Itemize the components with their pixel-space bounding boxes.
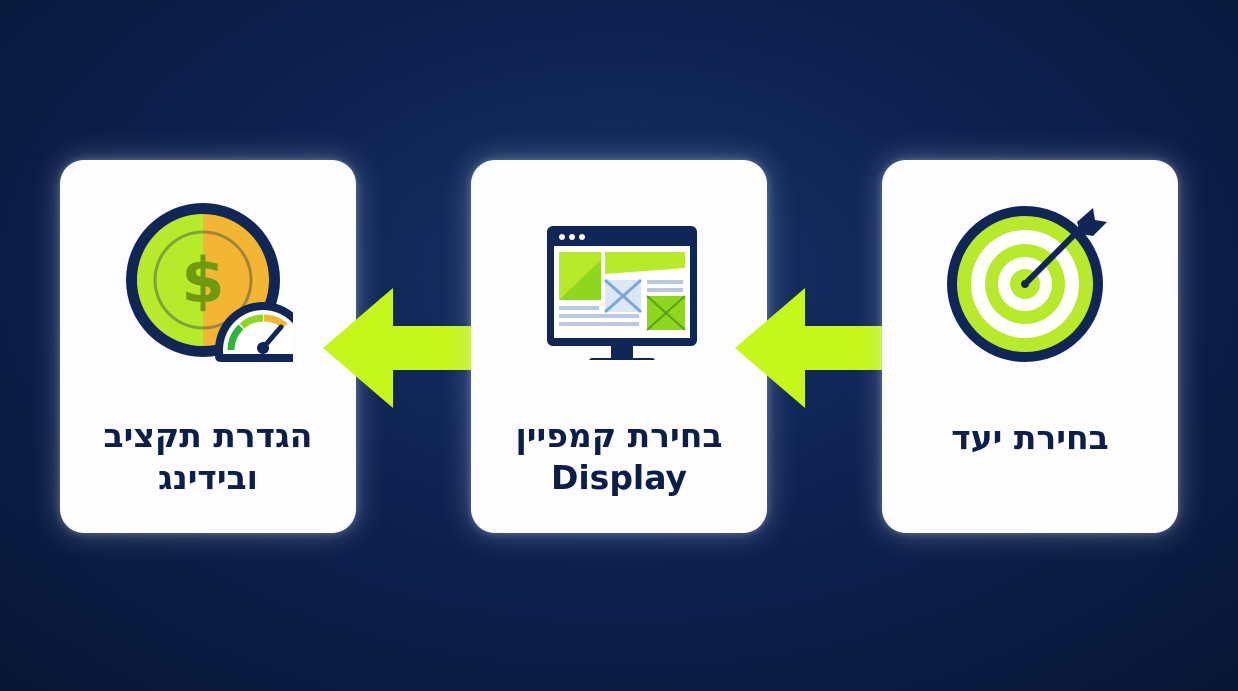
display-monitor-icon bbox=[471, 200, 767, 390]
step-card-display: בחירת קמפיין Display bbox=[471, 160, 767, 533]
step-card-budget: $ הגדרת תקציב ובידינג bbox=[60, 160, 356, 533]
dollar-coin-speedometer-icon: $ bbox=[60, 200, 356, 390]
step-title-display: בחירת קמפיין Display bbox=[481, 415, 757, 499]
flow-arrow-left-icon bbox=[323, 288, 507, 408]
step-title-line1: בחירת קמפיין bbox=[515, 416, 723, 455]
step-title-line1: הגדרת תקציב bbox=[103, 416, 313, 455]
step-title-line2: Display bbox=[550, 458, 688, 497]
step-title-goal: בחירת יעד bbox=[892, 417, 1168, 459]
target-dartboard-icon bbox=[882, 200, 1178, 390]
flow-arrow-left-icon bbox=[735, 288, 919, 408]
step-title-line2: ובידינג bbox=[158, 458, 258, 497]
step-title-line1: בחירת יעד bbox=[951, 418, 1109, 457]
svg-text:$: $ bbox=[181, 244, 224, 317]
step-card-goal: בחירת יעד bbox=[882, 160, 1178, 533]
step-title-budget: הגדרת תקציב ובידינג bbox=[70, 415, 346, 499]
